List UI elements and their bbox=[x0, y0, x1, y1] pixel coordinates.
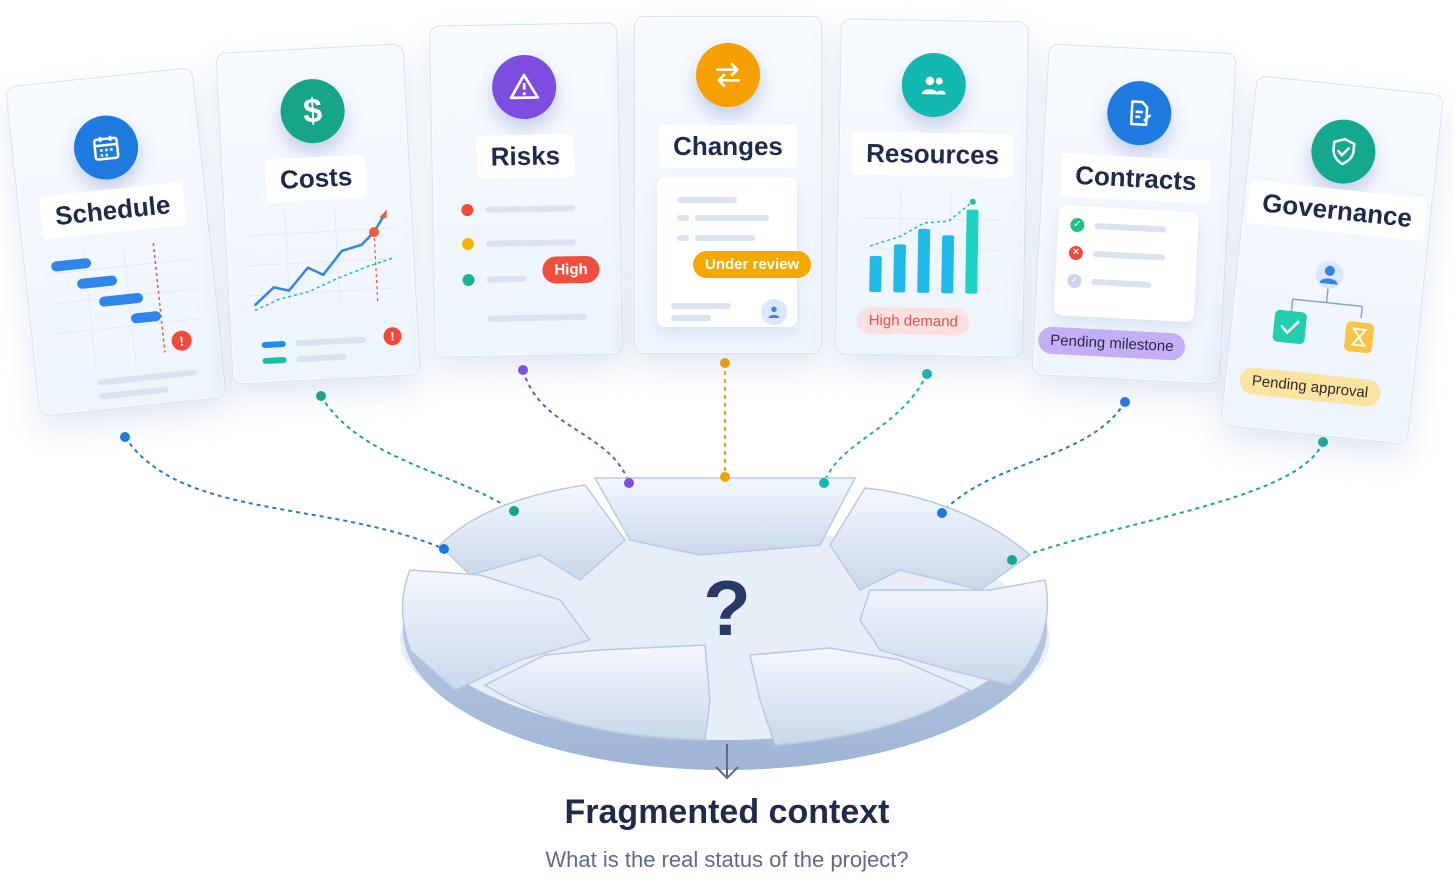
document-edit-icon bbox=[1105, 79, 1173, 147]
connector-dot bbox=[720, 358, 730, 368]
swap-arrows-icon bbox=[696, 43, 760, 107]
connector-dot bbox=[720, 472, 730, 482]
puzzle-piece-left bbox=[401, 569, 592, 691]
placeholder-line bbox=[677, 235, 689, 241]
status-badge-pending-milestone: Pending milestone bbox=[1037, 326, 1187, 361]
status-badge-high-demand: High demand bbox=[856, 306, 971, 336]
connector-dot bbox=[1007, 555, 1017, 565]
card-title: Costs bbox=[264, 154, 368, 203]
card-costs[interactable]: $ Costs ! bbox=[215, 43, 421, 385]
connector-risks bbox=[522, 369, 630, 484]
warning-icon bbox=[491, 54, 557, 120]
puzzle-piece-right bbox=[859, 579, 1049, 686]
card-title: Changes bbox=[659, 125, 797, 168]
card-title: Contracts bbox=[1060, 153, 1212, 204]
connector-governance bbox=[1011, 441, 1324, 561]
people-icon bbox=[901, 52, 967, 118]
puzzle-piece-bottom-left bbox=[483, 644, 711, 741]
placeholder-line bbox=[98, 386, 169, 400]
placeholder-line bbox=[671, 315, 711, 321]
resource-bar-chart bbox=[859, 188, 1001, 300]
status-badge-under-review: Under review bbox=[693, 251, 812, 278]
pending-check-icon: ✓ bbox=[1067, 273, 1082, 289]
alert-icon: ! bbox=[383, 326, 402, 346]
calendar-icon bbox=[70, 112, 142, 183]
risk-dot bbox=[461, 237, 475, 251]
placeholder-line bbox=[262, 356, 287, 365]
connector-dot bbox=[518, 365, 528, 375]
arrow-down-icon bbox=[715, 744, 739, 780]
ring-side bbox=[403, 600, 1047, 770]
card-title: Resources bbox=[851, 131, 1014, 178]
connector-dot bbox=[316, 391, 326, 401]
placeholder-line bbox=[677, 215, 689, 221]
connector-dot bbox=[1120, 397, 1130, 407]
connector-costs bbox=[320, 395, 515, 512]
puzzle-piece-upper-right bbox=[829, 487, 1032, 591]
placeholder-line bbox=[487, 313, 588, 322]
dollar-icon: $ bbox=[278, 77, 347, 145]
check-icon: ✓ bbox=[1069, 217, 1085, 233]
connector-contracts bbox=[941, 401, 1126, 514]
shield-check-icon bbox=[1308, 116, 1379, 187]
connector-dot bbox=[1318, 437, 1328, 447]
placeholder-line bbox=[1092, 250, 1165, 261]
connector-dot bbox=[819, 478, 829, 488]
card-risks[interactable]: Risks High bbox=[429, 22, 623, 358]
card-governance[interactable]: Governance Pending approval bbox=[1220, 75, 1444, 445]
svg-text:!: ! bbox=[179, 333, 185, 348]
puzzle-piece-top bbox=[593, 477, 857, 556]
placeholder-line bbox=[677, 197, 737, 203]
placeholder-line bbox=[695, 215, 769, 221]
card-title: Risks bbox=[476, 134, 575, 179]
cross-icon: ✕ bbox=[1068, 245, 1084, 261]
card-contracts[interactable]: Contracts ✓ ✕ ✓ Pending milestone bbox=[1031, 43, 1237, 385]
cost-line-chart bbox=[246, 206, 400, 312]
placeholder-line bbox=[261, 340, 286, 349]
connector-dot bbox=[922, 369, 932, 379]
risk-dot bbox=[462, 273, 475, 287]
placeholder-line bbox=[295, 336, 366, 347]
connector-dot bbox=[509, 506, 519, 516]
avatar bbox=[761, 299, 787, 325]
placeholder-line bbox=[1091, 278, 1152, 288]
center-question-mark: ? bbox=[703, 564, 751, 652]
placeholder-line bbox=[485, 239, 576, 247]
placeholder-line bbox=[671, 303, 731, 309]
connector-dot bbox=[624, 478, 634, 488]
placeholder-line bbox=[1094, 222, 1167, 233]
risk-dot bbox=[461, 203, 474, 217]
placeholder-line bbox=[296, 353, 347, 363]
connector-dot bbox=[937, 508, 947, 518]
placeholder-line bbox=[695, 235, 755, 241]
status-badge-pending-approval: Pending approval bbox=[1238, 366, 1382, 408]
puzzle-piece-upper-left bbox=[438, 484, 627, 581]
card-title: Governance bbox=[1246, 180, 1429, 242]
status-badge-high: High bbox=[542, 255, 600, 284]
card-schedule[interactable]: Schedule ! bbox=[5, 67, 227, 417]
card-resources[interactable]: Resources High demand bbox=[835, 18, 1029, 358]
connector-dot bbox=[120, 432, 130, 442]
card-changes[interactable]: Changes Under review bbox=[634, 16, 822, 354]
connector-dot bbox=[439, 544, 449, 554]
card-title: Schedule bbox=[39, 181, 187, 240]
contract-checklist: ✓ ✕ ✓ bbox=[1053, 205, 1200, 323]
connector-resources bbox=[823, 373, 928, 484]
placeholder-line bbox=[485, 205, 576, 213]
caption-subtitle: What is the real status of the project? bbox=[545, 847, 909, 872]
gantt-chart: ! bbox=[45, 243, 202, 370]
puzzle-piece-bottom-right bbox=[749, 647, 972, 746]
approval-flow-diagram bbox=[1272, 260, 1375, 354]
placeholder-line bbox=[486, 276, 527, 283]
caption-title: Fragmented context bbox=[564, 793, 890, 831]
